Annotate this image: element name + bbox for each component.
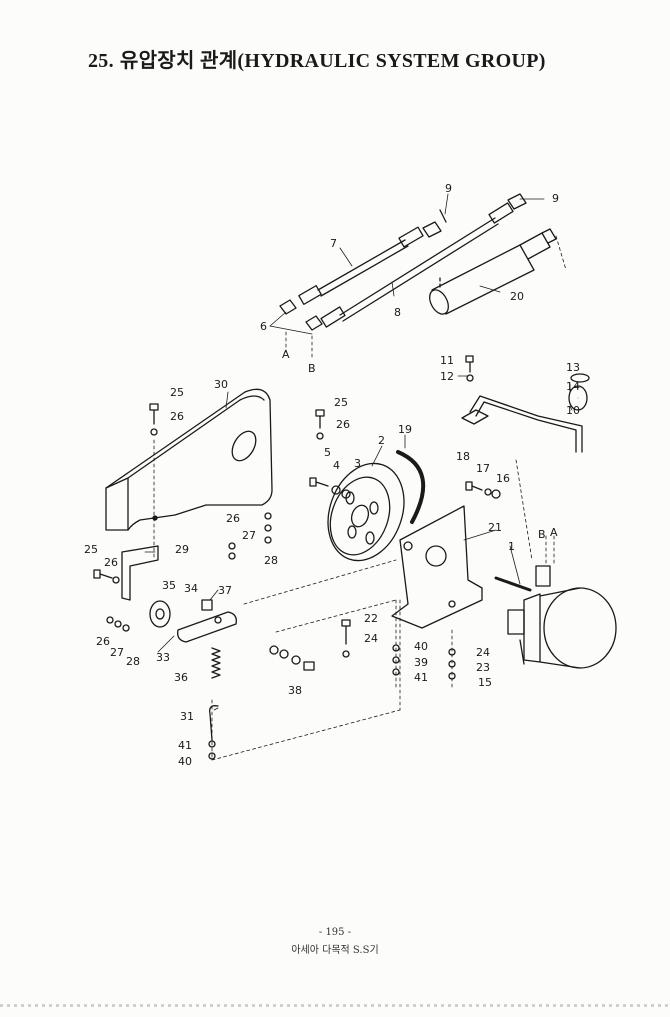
callout-6: 6 [260,320,267,333]
callout-28a: 28 [264,554,278,567]
callout-27a: 27 [242,529,256,542]
scan-edge [0,1004,670,1007]
mounting-bracket-21 [391,505,483,629]
callout-5: 5 [324,446,331,459]
rod-31 [209,705,219,741]
callout-25c: 25 [84,543,98,556]
callout-10: 10 [566,404,580,417]
callout-27b: 27 [110,646,124,659]
hydraulic-hose-8 [305,193,527,331]
callout-26a: 26 [170,410,184,423]
callout-19: 19 [398,423,412,436]
footer-company: 아세아 다목적 S.S기 [291,945,379,956]
cap-13 [570,373,590,383]
callout-17: 17 [476,462,490,475]
assembly-guidelines [153,235,567,761]
callout-23: 23 [476,661,490,674]
callout-39: 39 [414,656,428,669]
callout-14: 14 [566,380,580,393]
callout-3: 3 [354,457,361,470]
callout-26b: 26 [336,418,350,431]
hydraulic-hose-7 [279,209,447,315]
callout-2: 2 [378,434,385,447]
pulley-2 [327,462,405,562]
callout-29: 29 [175,543,189,556]
callout-Ba: B [308,362,316,375]
callout-15: 15 [478,676,492,689]
callout-25b: 25 [334,396,348,409]
callout-31: 31 [180,710,194,723]
callout-37: 37 [218,584,232,597]
page-title: 25.유압장치 관계(HYDRAULIC SYSTEM GROUP) [88,44,546,73]
callout-18: 18 [456,450,470,463]
callout-25a: 25 [170,386,184,399]
hydraulic-cylinder-20 [429,228,557,315]
callout-9a: 9 [445,182,452,195]
section-number: 25. [88,50,114,72]
callout-36: 36 [174,671,188,684]
plate-29 [121,545,159,601]
callout-40a: 40 [414,640,428,653]
callout-8: 8 [394,306,401,319]
callout-labels: 1 2 3 4 5 6 7 8 9 9 10 11 12 13 14 15 16… [84,182,580,768]
callout-13: 13 [566,361,580,374]
callout-12: 12 [440,370,454,383]
callout-16: 16 [496,472,510,485]
callout-41a: 41 [414,671,428,684]
callout-26d: 26 [104,556,118,569]
tension-arm-33 [177,611,237,643]
callout-9b: 9 [552,192,559,205]
callout-1: 1 [508,540,515,553]
callout-26e: 26 [96,635,110,648]
callout-22: 22 [364,612,378,625]
callout-38: 38 [288,684,302,697]
callout-11: 11 [440,354,454,367]
callout-40b: 40 [178,755,192,768]
callout-28b: 28 [126,655,140,668]
control-lever-10 [461,395,583,453]
callout-20: 20 [510,290,524,303]
callout-7: 7 [330,237,337,250]
callout-35: 35 [162,579,176,592]
callout-33: 33 [156,651,170,664]
page-number: - 195 - [318,927,352,938]
section-title: 유압장치 관계(HYDRAULIC SYSTEM GROUP) [119,50,546,72]
callout-Aa: A [282,348,290,361]
callout-21: 21 [488,521,502,534]
callout-26c: 26 [226,512,240,525]
idler-pulley-34 [149,600,171,628]
callout-4: 4 [333,459,340,472]
callout-34: 34 [184,582,198,595]
leader-lines [144,193,579,711]
callout-41b: 41 [178,739,192,752]
callout-24b: 24 [476,646,490,659]
bolts-and-washers [93,355,501,760]
callout-Ab: A [550,526,558,539]
belt-cover-30 [105,388,273,531]
callout-24a: 24 [364,632,378,645]
hydraulic-pump-1 [494,565,617,669]
spring-36 [211,647,221,679]
callout-Bb: B [538,528,546,541]
belt-19 [396,450,426,524]
callout-30: 30 [214,378,228,391]
